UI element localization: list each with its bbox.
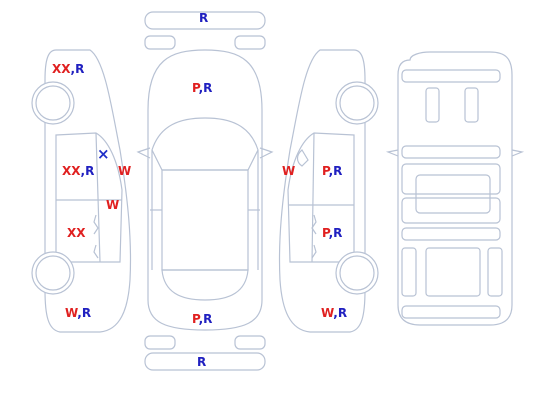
boot-code: P,R (192, 312, 213, 326)
rear-bumper-outline (144, 352, 266, 371)
right-rear-door-code: P,R (322, 226, 343, 240)
rear-lamp-right-outline (234, 335, 266, 350)
left-front-door-code: XX,R (62, 164, 95, 178)
interior-view-outline (397, 51, 513, 326)
left-front-wheel-outline (31, 81, 75, 125)
mirror-left-outline (136, 147, 151, 159)
left-door-lower-code: W (106, 198, 120, 212)
front-bumper-outline (144, 11, 266, 30)
front-lamp-right-outline (234, 35, 266, 50)
right-rear-wheel-outline (335, 251, 379, 295)
bonnet-code: P,R (192, 81, 213, 95)
left-window-door-outline (55, 132, 123, 263)
right-a-pillar-code: W (282, 164, 296, 178)
right-window-door-outline (287, 132, 355, 263)
top-bumper-code: R (199, 11, 209, 25)
right-rear-quarter-code: W,R (321, 306, 348, 320)
left-rear-quarter-code: W,R (65, 306, 92, 320)
left-rear-wheel-outline (31, 251, 75, 295)
right-front-wheel-outline (335, 81, 379, 125)
rear-bumper-code: R (197, 355, 207, 369)
left-front-fender-code: XX,R (52, 62, 85, 76)
right-front-door-code: P,R (322, 164, 343, 178)
front-lamp-left-outline (144, 35, 176, 50)
left-a-pillar-code: W (118, 164, 132, 178)
rear-window-outline (161, 269, 249, 301)
top-view-body-outline (147, 49, 263, 331)
rear-lamp-left-outline (144, 335, 176, 350)
roof-outline (161, 169, 249, 271)
left-rear-door-code: XX (67, 226, 86, 240)
windscreen-outline (151, 117, 259, 171)
left-mirror-cross-mark: × (97, 145, 110, 163)
mirror-right-outline (259, 147, 274, 159)
